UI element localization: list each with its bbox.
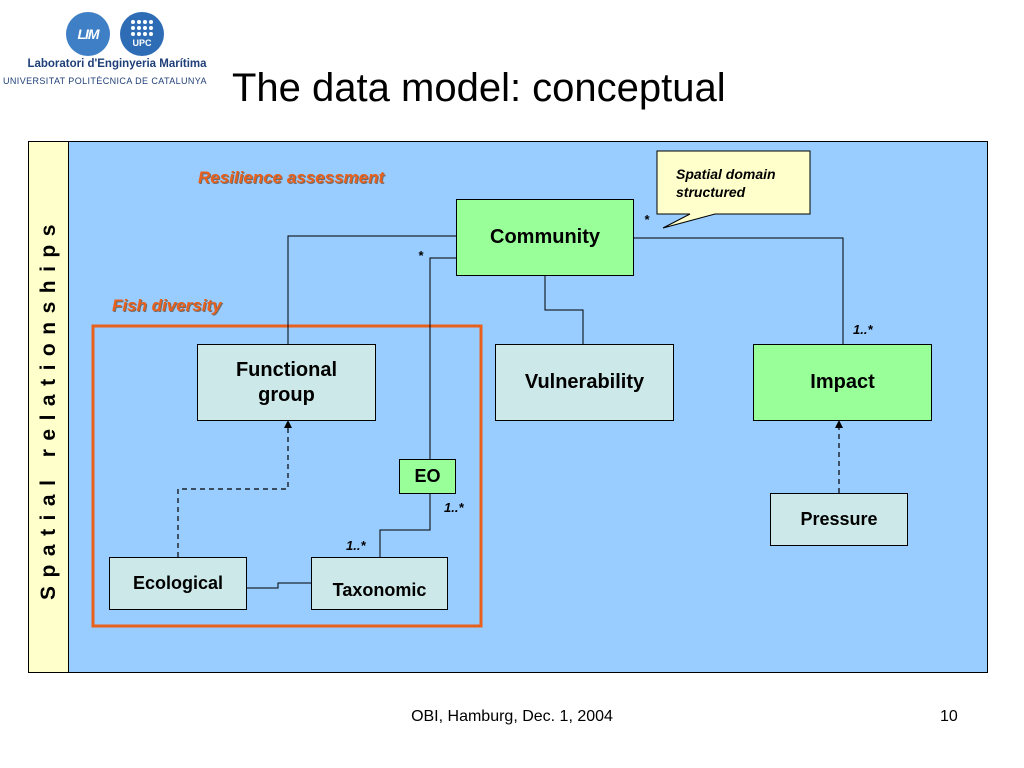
functional-group-entity[interactable]: Functional group [197, 344, 376, 421]
functional-group-label-line2: group [258, 383, 315, 406]
community-vulnerability-line [544, 275, 584, 344]
lim-logo-text: LIM [77, 26, 99, 42]
fish-diversity-group-border [91, 324, 483, 628]
community-left-multiplicity: * [418, 248, 424, 263]
university-name: UNIVERSITAT POLITÈCNICA DE CATALUNYA [3, 76, 207, 86]
callout-bubble [656, 150, 811, 229]
pressure-entity[interactable]: Pressure [770, 493, 908, 546]
functional-group-label-line1: Functional [235, 358, 338, 381]
pressure-label: Pressure [800, 509, 878, 530]
page-number: 10 [940, 708, 958, 725]
upc-logo-icon: UPC [120, 12, 164, 56]
taxonomic-multiplicity: 1..* [346, 538, 366, 553]
community-eo-line [429, 257, 456, 459]
community-right-multiplicity: * [644, 212, 650, 227]
upc-dots [131, 20, 153, 36]
ecological-entity[interactable]: Ecological [109, 557, 247, 610]
organization-name: Laboratori d'Enginyeria Marítima [27, 58, 207, 70]
spatial-relationships-band: Spatial relationships [29, 142, 69, 672]
community-entity[interactable]: Community [456, 199, 634, 276]
eo-entity[interactable]: EO [399, 459, 456, 494]
taxonomic-entity[interactable]: Taxonomic [311, 557, 448, 610]
callout-line-2: structured [676, 184, 746, 201]
impact-entity[interactable]: Impact [753, 344, 932, 421]
taxonomic-label: Taxonomic [332, 580, 427, 601]
community-functional-line [287, 235, 456, 344]
eo-taxonomic-line [379, 494, 431, 557]
eo-multiplicity: 1..* [444, 500, 464, 515]
vulnerability-entity[interactable]: Vulnerability [495, 344, 674, 421]
resilience-assessment-label: Resilience assessment [198, 168, 385, 187]
callout-text: Spatial domain structured [676, 165, 776, 201]
impact-multiplicity: 1..* [853, 322, 873, 337]
eo-label: EO [414, 466, 441, 487]
slide-title: The data model: conceptual [232, 66, 726, 110]
pressure-impact-arrow [835, 420, 843, 428]
ecological-taxonomic-line [246, 582, 311, 589]
community-impact-line [633, 237, 844, 344]
generalisation-functional-line [177, 428, 289, 557]
vulnerability-label: Vulnerability [524, 371, 645, 393]
generalisation-functional-arrow [284, 420, 292, 428]
impact-label: Impact [810, 371, 875, 393]
callout-line-1: Spatial domain [676, 166, 776, 182]
ecological-label: Ecological [132, 573, 224, 594]
lim-logo-icon: LIM [66, 12, 110, 56]
fish-diversity-label: Fish diversity [112, 296, 222, 315]
community-label: Community [490, 226, 600, 248]
upc-logo-text: UPC [132, 38, 152, 48]
footer-event: OBI, Hamburg, Dec. 1, 2004 [411, 708, 613, 725]
